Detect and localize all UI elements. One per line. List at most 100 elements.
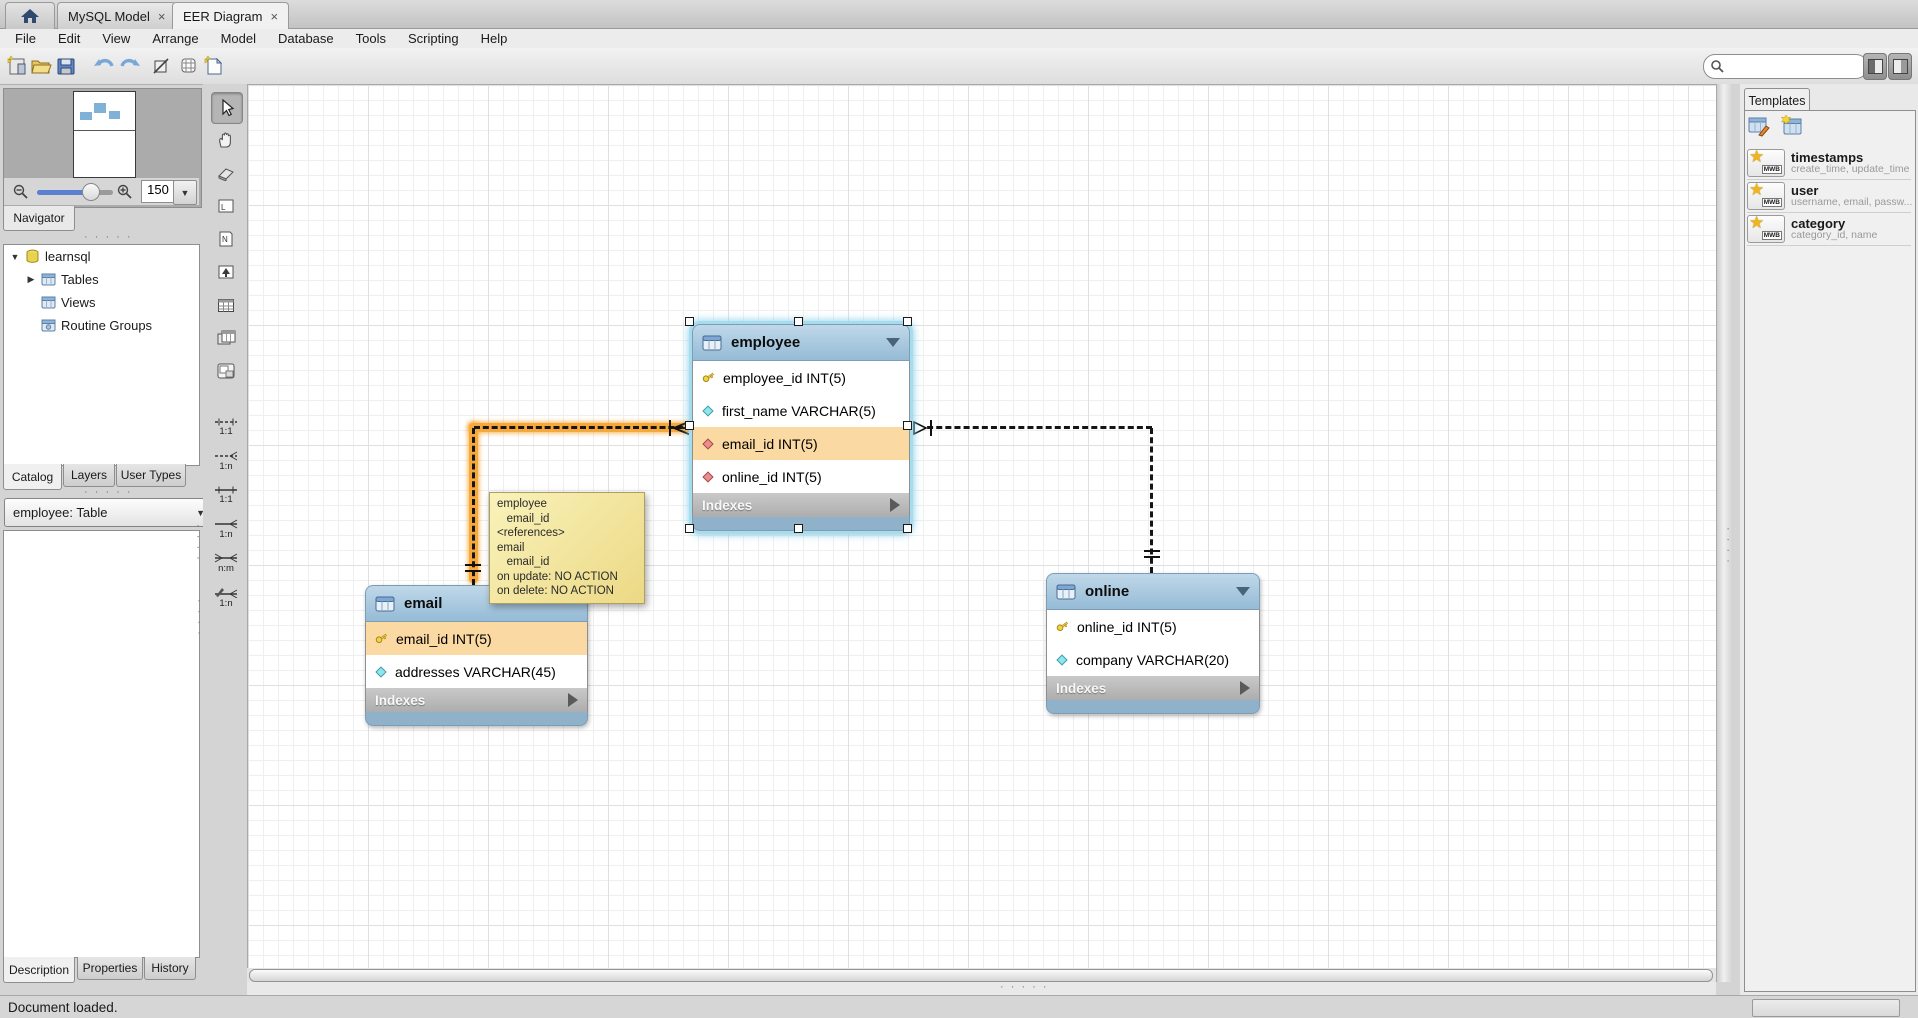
menu-database[interactable]: Database	[277, 31, 334, 46]
selection-handle[interactable]	[794, 524, 803, 533]
zoom-value-dropdown[interactable]: ▼	[173, 180, 197, 205]
open-model-button[interactable]	[29, 54, 53, 78]
toggle-grid-button[interactable]	[177, 54, 201, 78]
template-timestamps[interactable]: ★MWB timestamps create_time, update_time	[1747, 147, 1911, 180]
navigator-minimap[interactable]	[4, 89, 199, 178]
relationship-email-employee[interactable]	[472, 428, 475, 585]
indexes-section[interactable]: Indexes	[365, 688, 588, 712]
new-model-button[interactable]	[5, 54, 29, 78]
scrollbar-thumb[interactable]	[249, 969, 1713, 982]
tab-eer-diagram[interactable]: EER Diagram ×	[172, 2, 290, 29]
column-employee-id[interactable]: employee_id INT(5)	[693, 361, 909, 394]
selection-handle[interactable]	[903, 524, 912, 533]
home-tab[interactable]	[5, 2, 55, 29]
navigator-tab[interactable]: Navigator	[3, 206, 75, 231]
menu-scripting[interactable]: Scripting	[408, 31, 459, 46]
tool-table[interactable]	[211, 290, 241, 320]
toggle-left-panel-button[interactable]	[1863, 53, 1887, 80]
splitter-handle[interactable]: · · · ·	[193, 599, 205, 637]
zoom-out-icon[interactable]	[13, 184, 29, 200]
tool-delete[interactable]	[211, 158, 241, 188]
selection-handle[interactable]	[794, 317, 803, 326]
zoom-slider-thumb[interactable]	[82, 183, 100, 201]
toggle-right-panel-button[interactable]	[1888, 53, 1912, 80]
search-input[interactable]	[1725, 58, 1849, 75]
description-editor[interactable]	[3, 530, 200, 958]
tab-layers[interactable]: Layers	[63, 464, 115, 487]
expander-down-icon[interactable]: ▼	[10, 251, 20, 262]
close-icon[interactable]: ×	[157, 8, 166, 24]
tool-select[interactable]	[211, 92, 243, 124]
tool-rel-1ton-nonidentifying[interactable]: 1:n	[211, 448, 241, 474]
tab-description[interactable]: Description	[3, 957, 75, 983]
tree-node-tables[interactable]: ▶ Tables	[4, 268, 199, 291]
close-icon[interactable]: ×	[270, 8, 279, 24]
tool-routine-group[interactable]	[211, 356, 241, 386]
tree-node-routine-groups[interactable]: Routine Groups	[4, 314, 199, 337]
canvas-horizontal-scrollbar[interactable]	[247, 968, 1716, 982]
tool-rel-1ton-existing[interactable]: 1:n	[211, 584, 241, 610]
selection-handle[interactable]	[685, 524, 694, 533]
tool-pan[interactable]	[211, 125, 241, 155]
column-email-id[interactable]: email_id INT(5)	[693, 427, 909, 460]
relationship-employee-online[interactable]	[1150, 428, 1153, 573]
tree-node-views[interactable]: Views	[4, 291, 199, 314]
splitter-handle[interactable]: · · · · ·	[1000, 981, 1049, 993]
new-template-icon[interactable]	[1780, 115, 1804, 137]
indexes-section[interactable]: Indexes	[1046, 676, 1260, 700]
save-model-button[interactable]	[54, 54, 78, 78]
zoom-value-field[interactable]	[141, 180, 175, 203]
search-box[interactable]	[1703, 54, 1868, 79]
tool-image[interactable]	[211, 257, 241, 287]
expander-right-icon[interactable]: ▶	[27, 274, 35, 284]
table-employee[interactable]: employee employee_id INT(5) first_name V…	[692, 324, 910, 531]
column-email-id[interactable]: email_id INT(5)	[366, 622, 587, 655]
selection-handle[interactable]	[903, 421, 912, 430]
templates-tab[interactable]: Templates	[1744, 88, 1810, 112]
zoom-in-icon[interactable]	[117, 184, 133, 200]
menu-tools[interactable]: Tools	[355, 31, 386, 46]
object-selector-dropdown[interactable]: employee: Table ▼	[4, 498, 214, 527]
tree-node-schema[interactable]: ▼ learnsql	[4, 245, 199, 268]
menu-file[interactable]: File	[15, 31, 36, 46]
right-panel-splitter[interactable]	[1733, 84, 1740, 995]
canvas-vertical-scrollbar[interactable]	[1716, 84, 1734, 982]
tool-layer[interactable]: L	[211, 191, 241, 221]
selection-handle[interactable]	[685, 317, 694, 326]
toggle-editing-button[interactable]	[149, 54, 173, 78]
splitter-handle[interactable]: · · · · ·	[84, 231, 133, 243]
table-email[interactable]: email email_id INT(5) addresses VARCHAR(…	[365, 585, 588, 726]
splitter-handle[interactable]: · · · · ·	[84, 486, 133, 498]
tab-properties[interactable]: Properties	[77, 957, 143, 980]
table-employee-header[interactable]: employee	[692, 324, 910, 361]
column-company[interactable]: company VARCHAR(20)	[1047, 643, 1259, 676]
eer-diagram-canvas[interactable]	[247, 84, 1717, 969]
menu-arrange[interactable]: Arrange	[152, 31, 199, 46]
collapse-icon[interactable]	[1236, 587, 1250, 596]
tool-rel-1ton-identifying[interactable]: 1:n	[211, 516, 241, 542]
tab-user-types[interactable]: User Types	[116, 464, 186, 487]
relationship-employee-online[interactable]	[918, 426, 1152, 429]
tab-mysql-model[interactable]: MySQL Model ×	[57, 2, 177, 29]
zoom-value-input[interactable]	[142, 181, 174, 198]
template-user[interactable]: ★MWB user username, email, passw...	[1747, 180, 1912, 213]
selection-handle[interactable]	[903, 317, 912, 326]
tool-view[interactable]	[211, 323, 241, 353]
menu-help[interactable]: Help	[480, 31, 508, 46]
menu-view[interactable]: View	[102, 31, 131, 46]
edit-template-icon[interactable]	[1747, 115, 1771, 137]
column-first-name[interactable]: first_name VARCHAR(5)	[693, 394, 909, 427]
column-online-id[interactable]: online_id INT(5)	[1047, 610, 1259, 643]
menu-model[interactable]: Model	[220, 31, 256, 46]
column-online-id[interactable]: online_id INT(5)	[693, 460, 909, 493]
new-page-button[interactable]	[202, 54, 226, 78]
relationship-email-employee[interactable]	[474, 426, 692, 429]
tool-note[interactable]: N	[211, 224, 241, 254]
table-online[interactable]: online online_id INT(5) company VARCHAR(…	[1046, 573, 1260, 714]
tool-rel-1to1-nonidentifying[interactable]: 1:1	[211, 414, 241, 440]
template-category[interactable]: ★MWB category category_id, name	[1747, 213, 1911, 246]
splitter-handle[interactable]: · · · ·	[1722, 527, 1734, 565]
tab-history[interactable]: History	[144, 957, 196, 980]
menu-edit[interactable]: Edit	[57, 31, 81, 46]
tool-rel-ntom[interactable]: n:m	[211, 550, 241, 576]
